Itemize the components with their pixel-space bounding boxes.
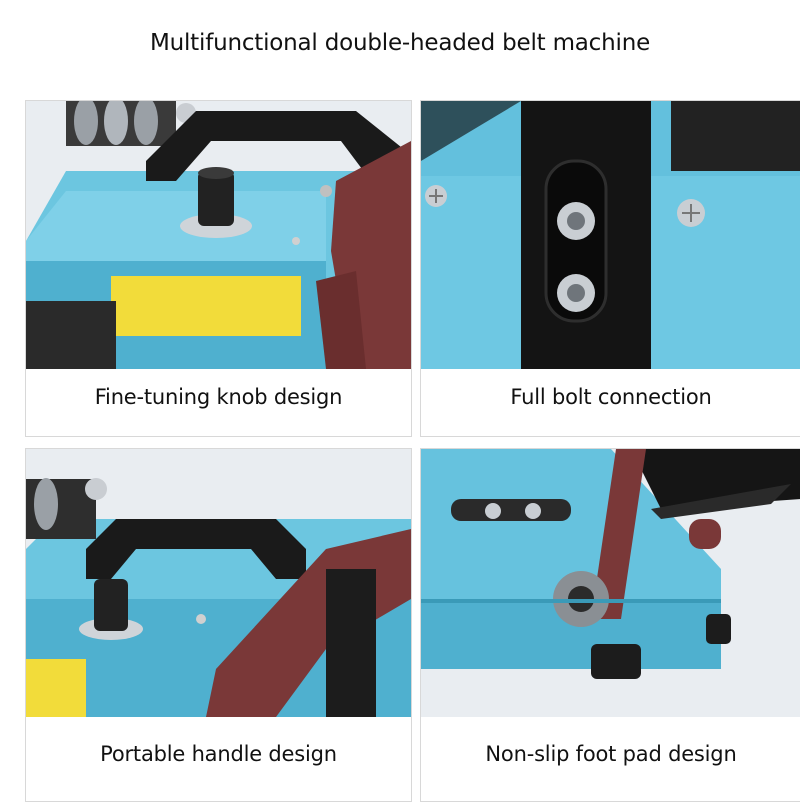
bolt-photo (421, 101, 800, 369)
panel-caption: Fine-tuning knob design (94, 385, 343, 409)
feature-panel-bolt: Full bolt connection (420, 100, 800, 437)
panel-caption: Non-slip foot pad design (485, 742, 737, 766)
feature-panel-foot-pad: Non-slip foot pad design (420, 448, 800, 802)
handle-photo (26, 449, 411, 717)
panel-caption: Full bolt connection (510, 385, 712, 409)
knob-photo (26, 101, 411, 369)
feature-panel-handle: Portable handle design (25, 448, 412, 802)
page-title: Multifunctional double-headed belt machi… (149, 30, 651, 56)
panel-caption: Portable handle design (100, 742, 337, 766)
feature-panel-knob: Fine-tuning knob design (25, 100, 412, 437)
foot-pad-photo (421, 449, 800, 717)
